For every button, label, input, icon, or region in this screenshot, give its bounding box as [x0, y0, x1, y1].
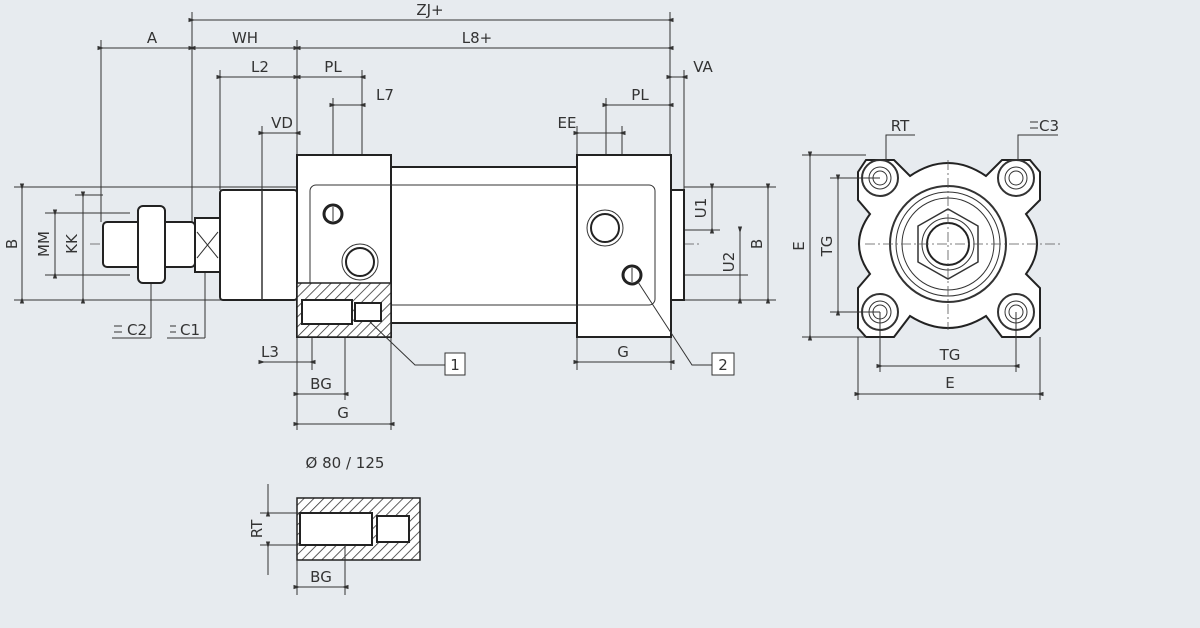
dimension-label: C2 [127, 321, 147, 339]
dimension-label: U1 [692, 198, 710, 219]
dimension-label: U2 [720, 252, 738, 273]
dimension-label: PL [631, 86, 649, 104]
dimension-label: L3 [261, 343, 279, 361]
cylinder-end-view [802, 134, 1060, 400]
callout-2: 2 [637, 281, 735, 376]
dimension-lines [19, 17, 771, 427]
dimension-label: KK [63, 233, 81, 254]
dimension-label: L7 [376, 86, 394, 104]
detail-title: Ø 80 / 125 [306, 454, 385, 472]
dimension-label: MM [35, 231, 53, 257]
dimension-label: A [147, 29, 158, 47]
dimension-label: L2 [251, 58, 269, 76]
dimension-label: WH [232, 29, 258, 47]
dimension-label: C1 [180, 321, 200, 339]
dimension-label: RT [248, 519, 266, 538]
dimension-label: ZJ+ [416, 1, 443, 19]
dimension-label: BG [310, 568, 332, 586]
dimension-label: RT [891, 117, 910, 135]
dimension-label: VA [693, 58, 713, 76]
dimension-label: G [617, 343, 629, 361]
dimension-label: PL [324, 58, 342, 76]
dimension-label: B [748, 239, 766, 249]
dimension-label: TG [818, 236, 836, 258]
dimension-label: C3 [1039, 117, 1059, 135]
dimension-label: 2 [718, 356, 728, 374]
detail-section: Ø 80 / 125 RT BG [248, 454, 421, 595]
cylinder-side-view [102, 154, 685, 338]
dimension-label: G [337, 404, 349, 422]
dimension-label: E [790, 241, 808, 250]
dimension-label: EE [558, 114, 577, 132]
dimension-label: TG [939, 346, 961, 364]
callout-1: 1 [369, 321, 466, 376]
dimension-label: E [945, 374, 954, 392]
dimension-label: 1 [450, 356, 460, 374]
dimension-label: L8+ [462, 29, 492, 47]
dimension-label: BG [310, 375, 332, 393]
dimension-labels: ZJ+ A WH L8+ L2 PL L7 VD VA PL EE B MM K… [3, 1, 1059, 422]
dimension-label: B [3, 239, 21, 249]
dimension-label: VD [271, 114, 293, 132]
